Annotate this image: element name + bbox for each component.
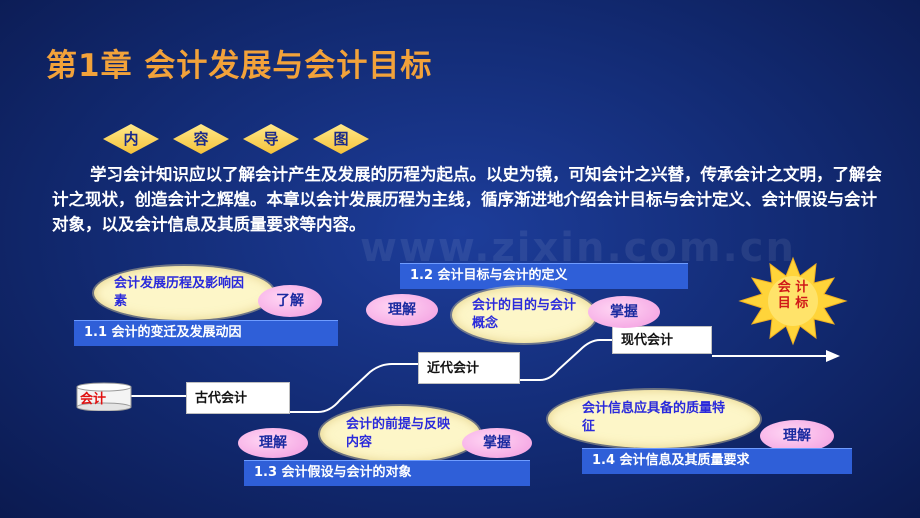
start-label: 会计	[80, 392, 107, 407]
sun-icon	[738, 256, 848, 346]
intro-paragraph: 学习会计知识应以了解会计产生及发展的历程为起点。以史为镜，可知会计之兴替，传承会…	[52, 162, 882, 237]
section-bar-1-3: 1.3 会计假设与会计的对象	[244, 460, 530, 486]
section-bar-1-2: 1.2 会计目标与会计的定义	[400, 263, 688, 289]
cloud-1-4	[548, 390, 760, 448]
intro-text: 学习会计知识应以了解会计产生及发展的历程为起点。以史为镜，可知会计之兴替，传承会…	[52, 165, 882, 234]
cloud-1-3-text: 会计的前提与反映内容	[346, 417, 451, 450]
era-recent: 近代会计	[418, 352, 520, 384]
era-ancient: 古代会计	[186, 382, 290, 414]
sun-label: 会 计 目 标	[777, 280, 809, 311]
tag-master-1-2: 掌握	[588, 296, 660, 328]
tag-understand-1-1: 了解	[258, 285, 322, 317]
guide-label-4: 图	[333, 130, 349, 148]
page-title: 第1章 会计发展与会计目标	[46, 48, 433, 84]
era-modern: 现代会计	[612, 326, 712, 354]
tag-understand-1-3: 理解	[238, 428, 308, 458]
cloud-1-2	[452, 287, 596, 343]
cloud-1-1	[94, 266, 274, 320]
guide-label-2: 容	[193, 130, 209, 148]
guide-diamond-4: 图	[313, 124, 369, 154]
guide-label-1: 内	[123, 130, 139, 148]
section-bar-1-1: 1.1 会计的变迁及发展动因	[74, 320, 338, 346]
guide-label-3: 导	[263, 130, 279, 148]
tag-understand-1-4: 理解	[760, 420, 834, 452]
guide-diamond-3: 导	[243, 124, 299, 154]
cloud-1-2-text: 会计的目的与会计概念	[472, 298, 577, 331]
guide-diamond-1: 内	[103, 124, 159, 154]
section-bar-1-4: 1.4 会计信息及其质量要求	[582, 448, 852, 474]
tag-master-1-3: 掌握	[462, 428, 532, 458]
tag-understand-1-2: 理解	[366, 294, 438, 326]
cloud-1-1-text: 会计发展历程及影响因素	[114, 276, 245, 309]
guide-diamond-2: 容	[173, 124, 229, 154]
cloud-1-3	[320, 406, 480, 462]
cloud-1-4-text: 会计信息应具备的质量特征	[582, 401, 726, 434]
start-cylinder: 会计	[76, 381, 132, 412]
